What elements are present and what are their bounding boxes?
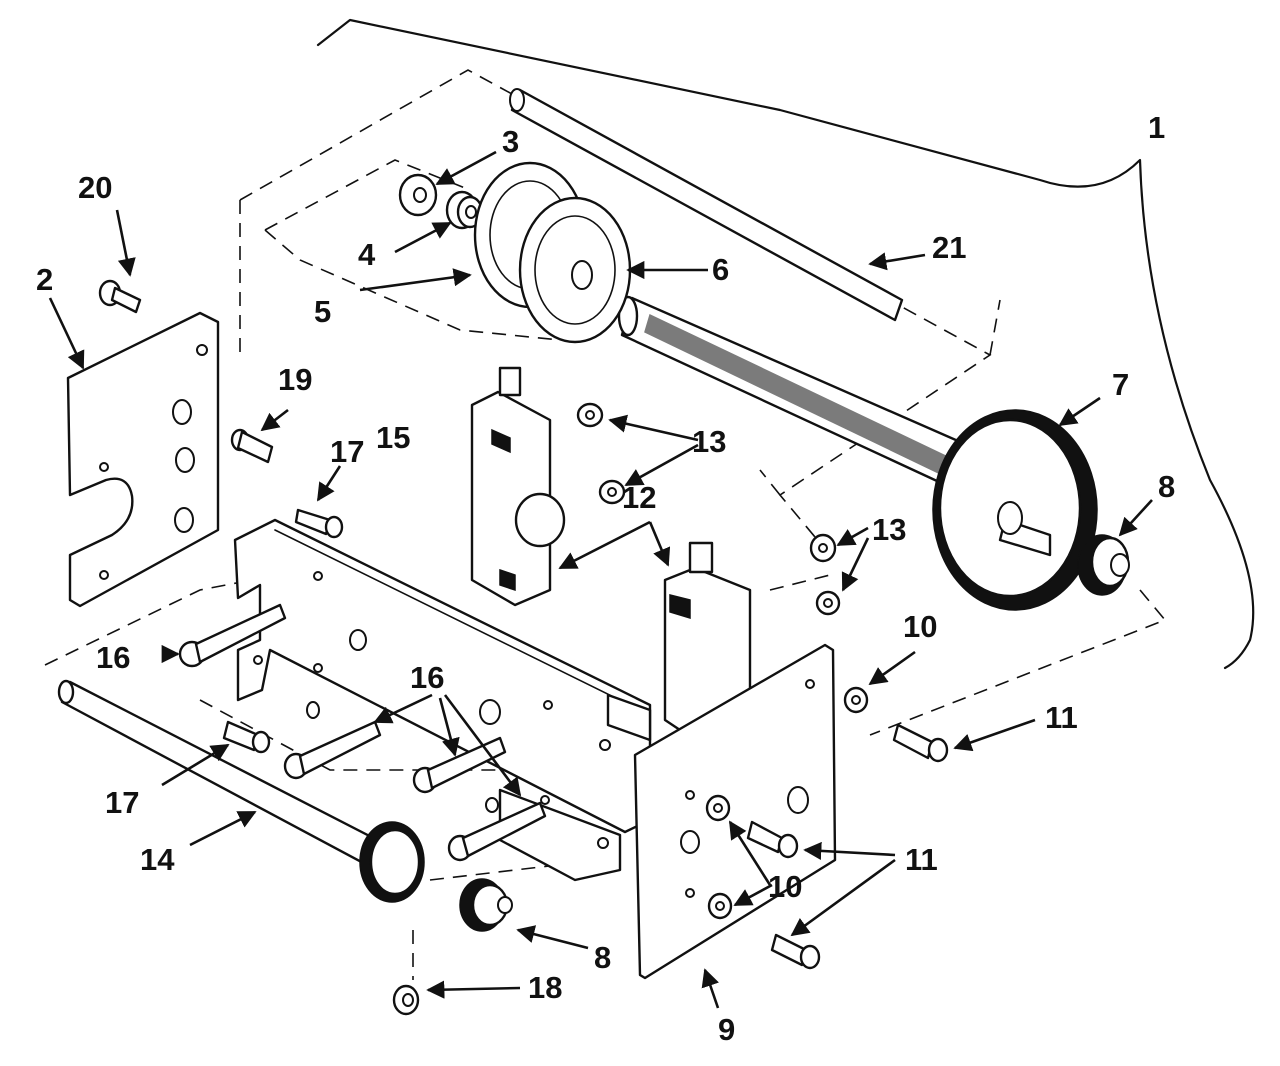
callout-7: 7 [1112,367,1129,402]
part-17-screw-b [222,720,271,754]
callout-4: 4 [358,237,376,272]
callout-15: 15 [376,420,410,455]
callout-21: 21 [932,230,966,265]
part-13-nut-c [809,533,837,563]
callout-5: 5 [314,294,331,329]
part-8-bushing-lower [459,878,513,932]
callout-3: 3 [502,124,519,159]
part-6-wheel [518,196,632,344]
callout-10-lower: 10 [768,869,802,904]
callout-9: 9 [718,1012,735,1047]
part-9-right-plate [633,643,837,980]
part-21-rod [509,88,904,322]
callout-11-lower: 11 [905,842,938,877]
part-10-washer-a [843,686,869,714]
part-7-gear-shaft [617,295,1098,611]
part-8-bushing-upper [1077,534,1130,596]
part-11-screw-c [770,933,821,970]
callout-13-lower: 13 [872,512,906,547]
callout-18: 18 [528,970,562,1005]
callout-12: 12 [622,480,656,515]
callout-10-upper: 10 [903,609,937,644]
part-16-screw-d [447,801,547,862]
part-2-left-plate [66,311,220,608]
callout-8-upper: 8 [1158,469,1175,504]
gear-7 [932,409,1098,611]
part-12-switch-lower [606,541,752,742]
part-11-screw-b [746,820,799,859]
callout-13-upper: 13 [692,424,726,459]
part-16-screw-a [178,603,287,668]
callout-19: 19 [278,362,312,397]
callout-16-middle: 16 [410,660,444,695]
part-3-washer [398,173,438,217]
callout-20: 20 [78,170,112,205]
part-13-nut-b [598,479,626,505]
gear-14 [359,821,425,903]
part-20-screw [98,279,142,314]
part-13-nut-a [576,402,604,428]
callout-17-lower: 17 [105,785,139,820]
assembly-bracket-line [316,18,1255,670]
part-10-washer-b [705,794,731,822]
callout-6: 6 [712,252,729,287]
part-19-screw [230,428,274,464]
callout-17-upper: 17 [330,434,364,469]
part-12-switch-upper [470,366,566,607]
part-10-washer-c [707,892,733,920]
callout-labels: 1 2 3 4 5 6 7 8 8 9 10 10 11 11 12 13 13… [36,110,1175,1047]
callout-14: 14 [140,842,175,877]
part-18-clip [392,984,420,1016]
callout-8-lower: 8 [594,940,611,975]
leader-arrows [48,150,1153,1009]
part-14-shaft [57,679,425,903]
part-11-screw-a [892,723,949,763]
callout-1: 1 [1148,110,1165,145]
part-16-screw-b [283,720,382,780]
part-17-screw-a [294,508,344,539]
callout-2: 2 [36,262,53,297]
part-13-nut-d [815,590,841,616]
callout-16-left: 16 [96,640,130,675]
callout-11-upper: 11 [1045,700,1078,735]
